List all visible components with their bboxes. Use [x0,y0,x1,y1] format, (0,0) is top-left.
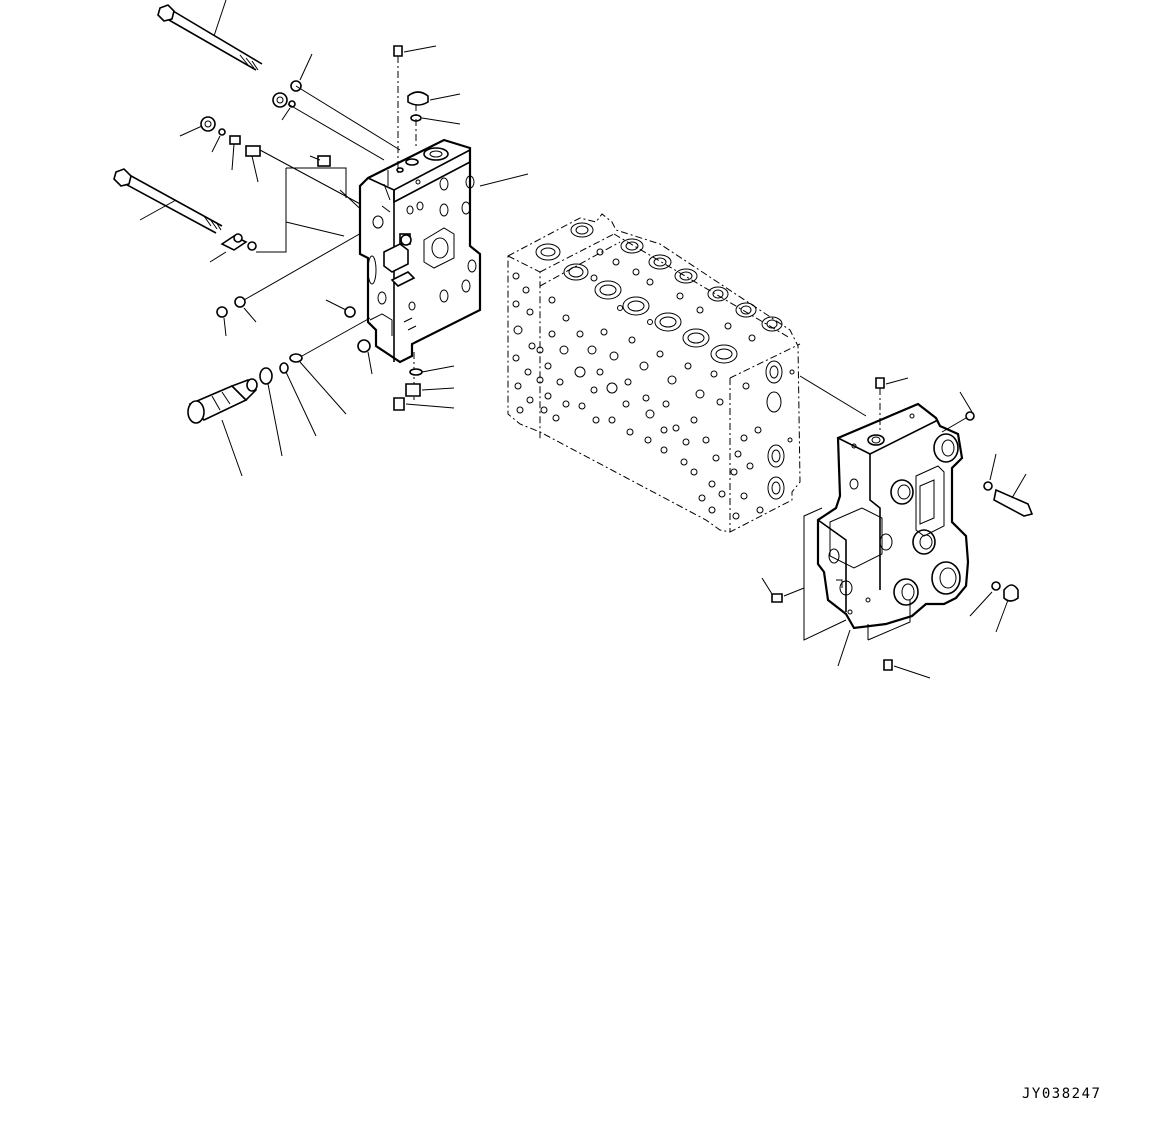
end-cover-fasteners [761,377,1034,679]
small-parts-left [179,53,401,375]
small-hardware-right [400,234,412,246]
plugs-top [393,45,461,176]
end-cover [816,402,970,630]
tie-bolt-upper [157,0,263,71]
valve-section [358,138,529,364]
figure-code: JY038247 [1022,1086,1102,1102]
plugs-bottom [393,352,455,411]
relief-valve [187,317,371,477]
control-valve-body [507,213,867,533]
tie-bolt-lower [113,168,223,234]
